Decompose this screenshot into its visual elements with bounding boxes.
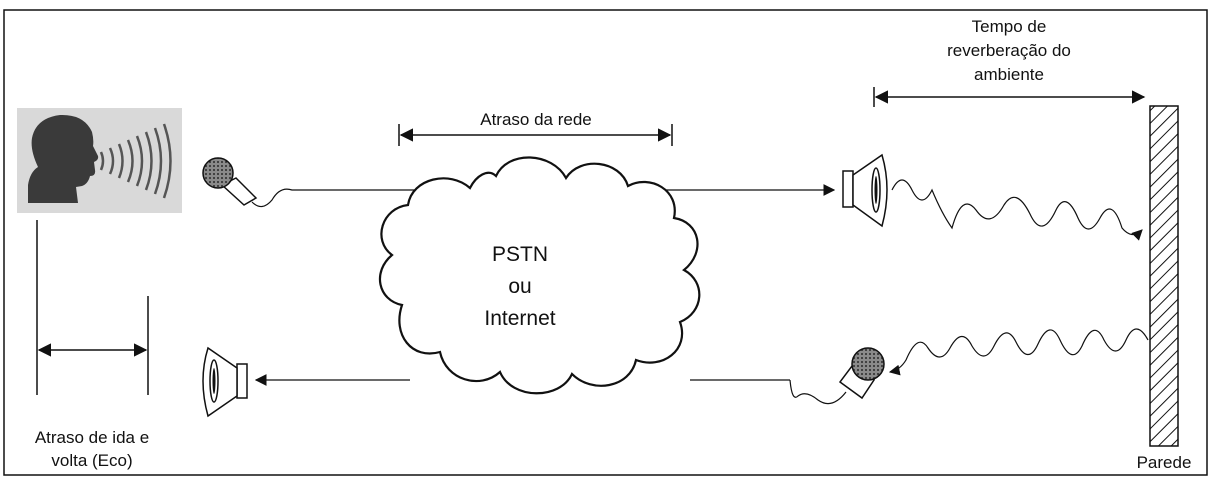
echo-delay-label-line1: Atraso de ida e bbox=[35, 428, 149, 447]
reverb-label-line1: Tempo de bbox=[972, 17, 1047, 36]
cloud-label-line1: PSTN bbox=[492, 243, 548, 266]
speaking-head-icon bbox=[17, 108, 182, 213]
mic-cable-return bbox=[789, 379, 847, 405]
wall-label: Parede bbox=[1137, 453, 1192, 472]
loudspeaker-icon bbox=[842, 153, 888, 228]
diagram-border bbox=[3, 9, 1208, 476]
outgoing-sound-wave bbox=[891, 179, 1143, 241]
reverb-label-line3: ambiente bbox=[974, 65, 1044, 84]
sound-waves-icon bbox=[99, 123, 172, 199]
cloud-label-line2: ou bbox=[508, 275, 531, 298]
echo-delay-indicator bbox=[36, 220, 149, 395]
reflected-sound-wave bbox=[888, 328, 1149, 376]
network-delay-label: Atraso da rede bbox=[480, 110, 592, 129]
hatched-wall-icon bbox=[1149, 105, 1179, 447]
mic-cable bbox=[251, 188, 300, 208]
echo-delay-label-line2: volta (Eco) bbox=[51, 451, 132, 470]
cloud-icon bbox=[378, 156, 701, 395]
microphone-icon bbox=[838, 347, 885, 400]
reverb-label-line2: reverberação do bbox=[947, 41, 1071, 60]
loudspeaker-icon bbox=[202, 346, 248, 418]
microphone-icon bbox=[202, 157, 258, 206]
cloud-label-line3: Internet bbox=[484, 307, 555, 330]
